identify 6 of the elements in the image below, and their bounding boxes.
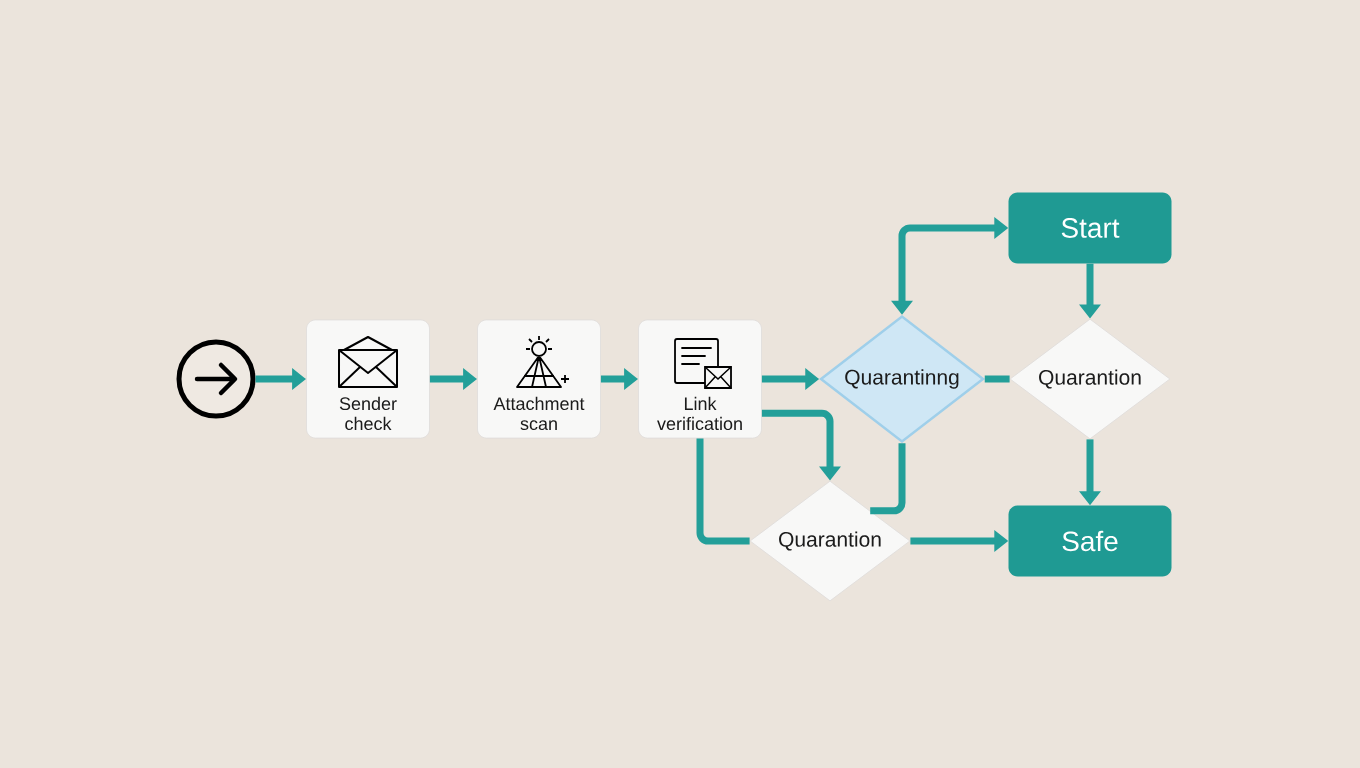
process-box: Attachment scan <box>477 319 601 439</box>
terminal-box: Start <box>1008 192 1172 264</box>
process-box: Sender check <box>306 319 430 439</box>
start-circle <box>176 339 256 419</box>
process-box: Link verification <box>638 319 762 439</box>
terminal-box: Safe <box>1008 505 1172 577</box>
